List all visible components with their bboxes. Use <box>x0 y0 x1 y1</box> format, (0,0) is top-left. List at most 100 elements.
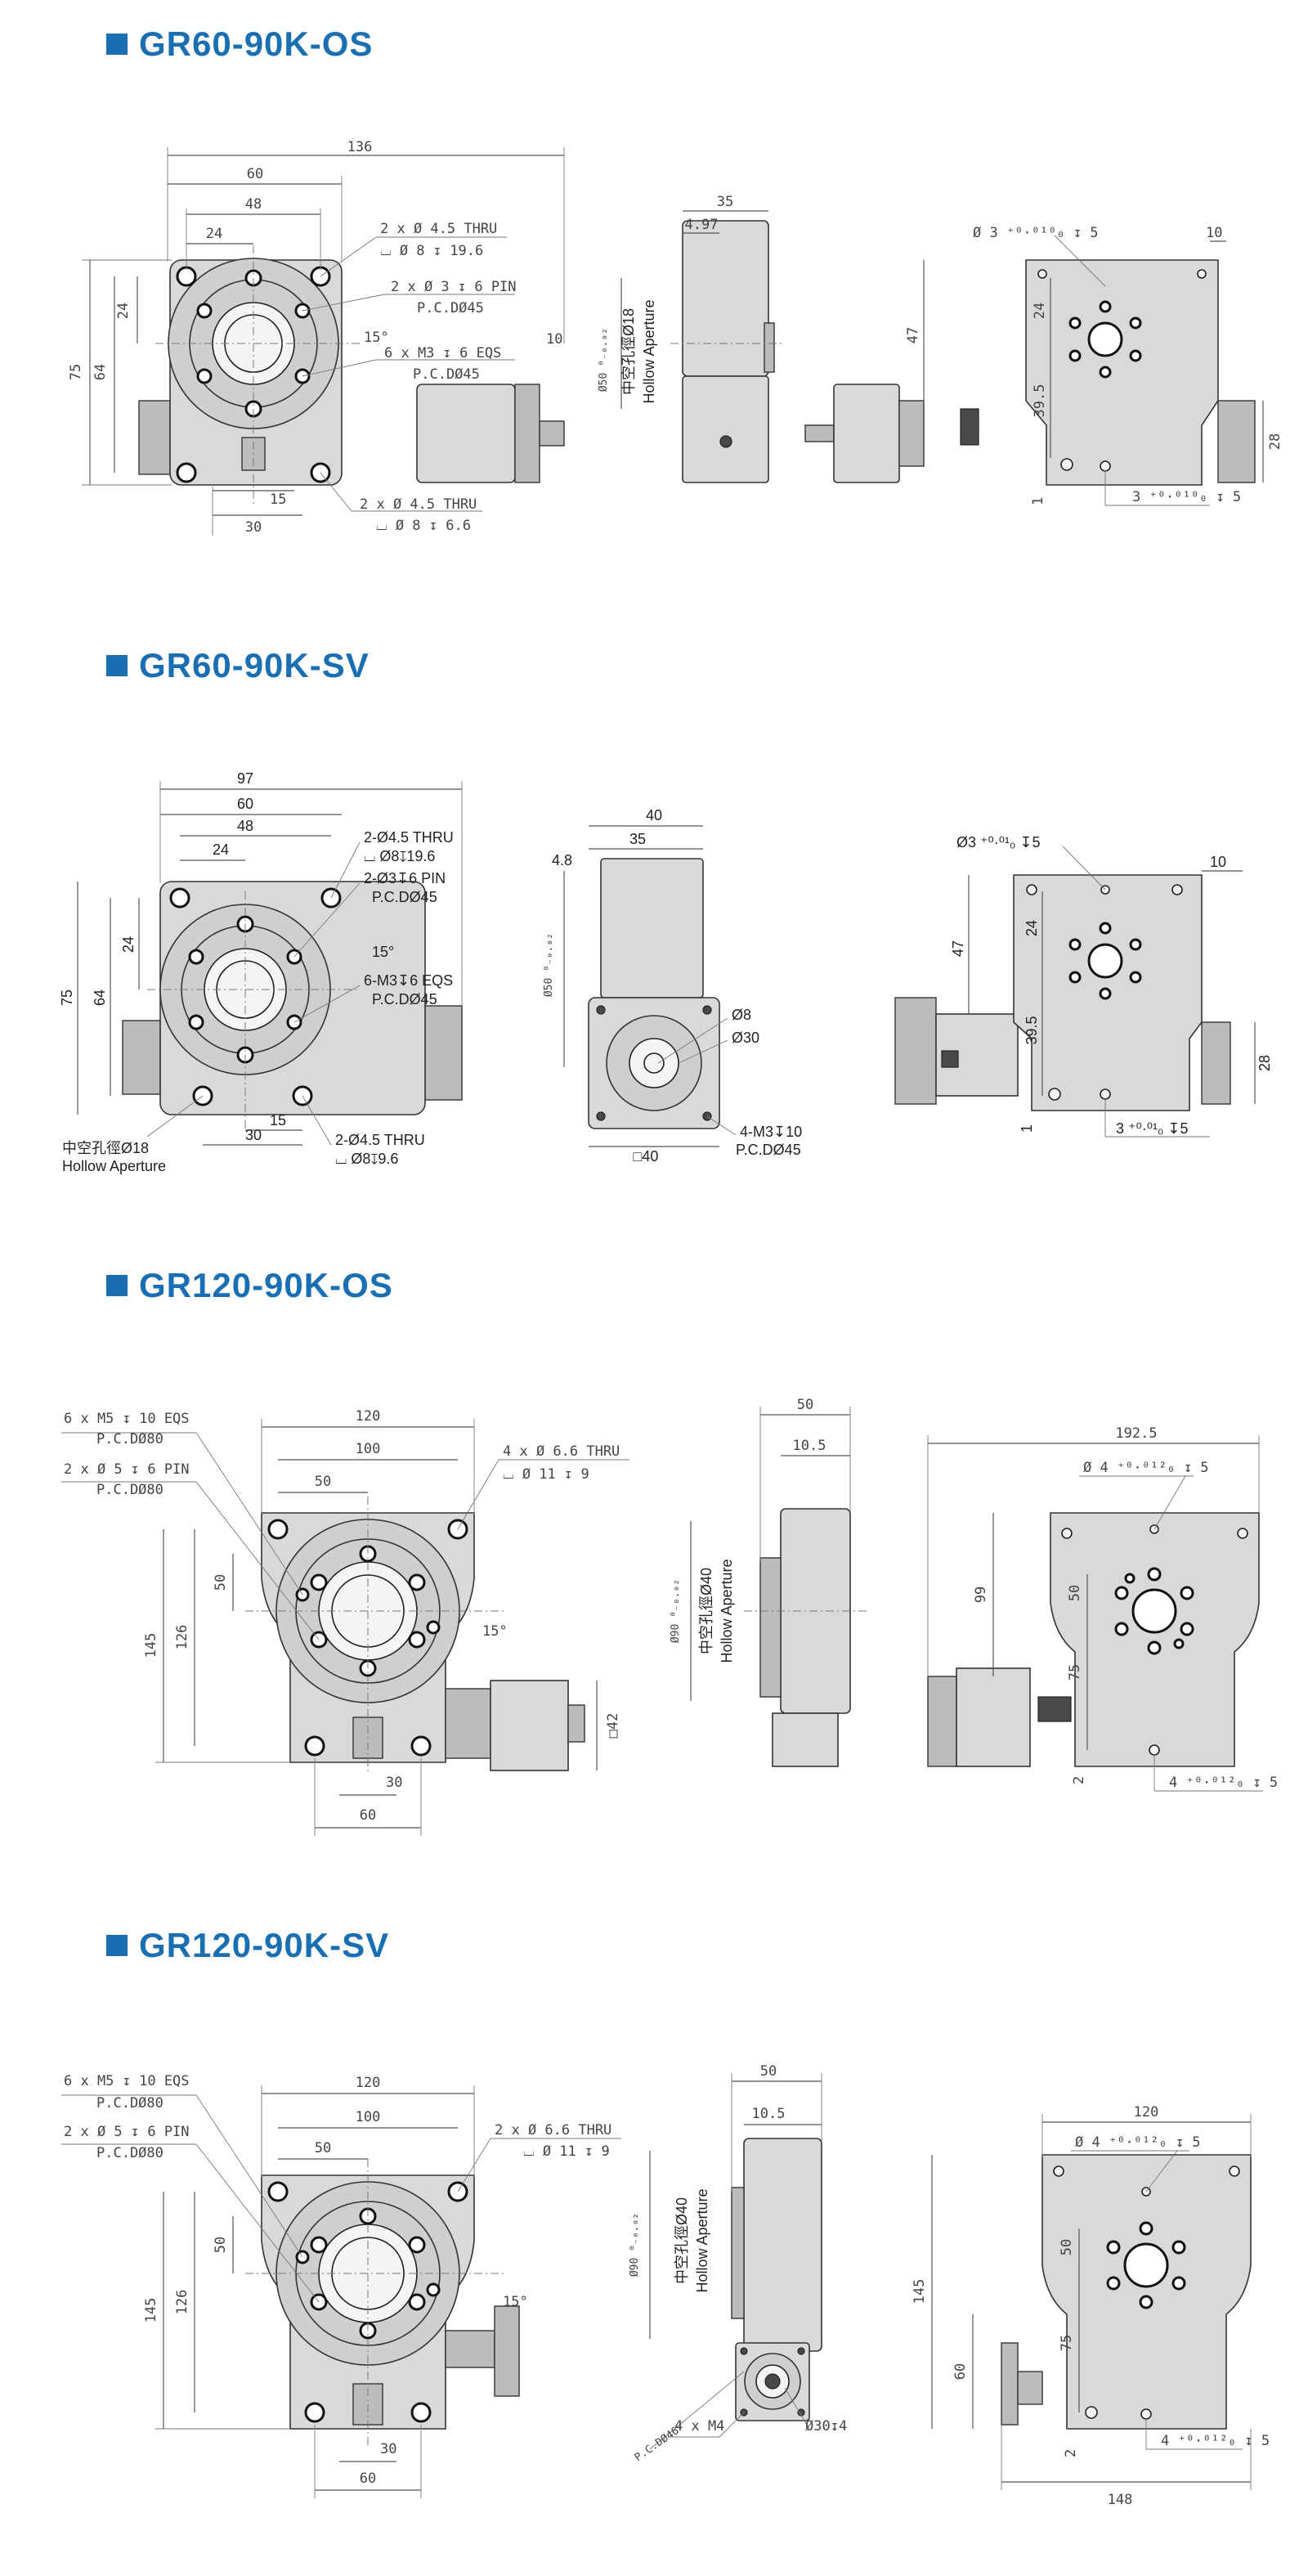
dim-24: 24 <box>213 841 229 858</box>
drawing-gr120-sv: 120 100 50 6 x M5 ↧ 10 EQS P.C.DØ80 2 x … <box>61 2063 1270 2508</box>
dim-side-35: 35 <box>717 194 733 210</box>
label-hollow-en: Hollow Aperture <box>641 299 657 403</box>
label-ang: 15° <box>503 2294 528 2310</box>
dim-b30: 30 <box>245 519 262 536</box>
label-hollow-cn: 中空孔徑Ø40 <box>698 1568 714 1654</box>
front-view: 120 100 50 6 x M5 ↧ 10 EQS P.C.DØ80 2 x … <box>61 2073 621 2498</box>
rear-slot: 3 ⁺⁰·⁰¹₀ ↧5 <box>1116 1120 1189 1137</box>
dim-64: 64 <box>92 990 108 1006</box>
title-square-icon <box>106 1275 128 1296</box>
label-ang: 15° <box>364 330 389 346</box>
rear-h75: 75 <box>1067 1664 1083 1681</box>
title-text: GR60-90K-SV <box>139 646 370 684</box>
label-pcd1: P.C.DØ45 <box>417 300 484 316</box>
drawing-gr120-os: 120 100 50 6 x M5 ↧ 10 EQS P.C.DØ80 2 x … <box>61 1397 1278 1836</box>
title-text: GR60-90K-OS <box>139 25 374 63</box>
label-side-d30: Ø30↧4 <box>805 2418 847 2435</box>
label-pcd2: P.C.DØ80 <box>96 2145 164 2161</box>
label-cb1: ⌴ Ø 8 ↧ 19.6 <box>380 243 483 259</box>
rear-view: 192.5 Ø 4 ⁺⁰·⁰¹²₀ ↧ 5 99 50 75 2 4 ⁺⁰·⁰¹… <box>927 1425 1278 1792</box>
rear-w120: 120 <box>1134 2104 1159 2120</box>
section-gr120-90k-os: GR120-90K-OS <box>0 1251 1308 1905</box>
rear-h28: 28 <box>1267 433 1283 450</box>
dim-75: 75 <box>59 990 75 1006</box>
label-pcd1: P.C.DØ80 <box>96 1431 164 1447</box>
dim-h145: 145 <box>143 1633 159 1658</box>
rear-h24: 24 <box>1024 920 1040 936</box>
rear-pin: Ø 3 ⁺⁰·⁰¹⁰₀ ↧ 5 <box>973 225 1099 241</box>
rear-h28: 28 <box>1256 1055 1273 1071</box>
rear-h2: 2 <box>1063 2449 1079 2457</box>
dim-50: 50 <box>315 2140 331 2156</box>
dim-b15: 15 <box>270 491 286 508</box>
dim-h50: 50 <box>213 2237 229 2253</box>
dim-side-497: 4.97 <box>685 217 719 233</box>
side-view: 35 4.97 Ø50 ⁰₋₀.₀₂ 中空孔徑Ø18 Hollow Apertu… <box>598 194 785 483</box>
dim-b15: 15 <box>270 1112 286 1129</box>
dim-b60: 60 <box>360 2471 376 2487</box>
label-pin: 2 x Ø 3 ↧ 6 PIN <box>391 279 517 295</box>
dim-side-48: 4.8 <box>552 852 572 868</box>
dim-side-50: 50 <box>797 1397 813 1413</box>
title-text: GR120-90K-SV <box>139 1926 390 1964</box>
label-hollow-en: Hollow Aperture <box>694 2188 710 2292</box>
dim-h145: 145 <box>143 2298 159 2323</box>
rear-pin: Ø3 ⁺⁰·⁰¹₀ ↧5 <box>956 834 1041 850</box>
label-m3: 6 x M3 ↧ 6 EQS <box>384 345 501 361</box>
dim-sq42: □42 <box>605 1713 621 1739</box>
title-text: GR120-90K-OS <box>139 1266 393 1304</box>
rear-h2: 2 <box>1071 1776 1087 1784</box>
rear-pin: Ø 4 ⁺⁰·⁰¹²₀ ↧ 5 <box>1083 1460 1209 1476</box>
rear-d10: 10 <box>1206 225 1222 241</box>
dim-side-dia: Ø50 ⁰₋₀.₀₂ <box>543 933 555 997</box>
label-pin: 2 x Ø 5 ↧ 6 PIN <box>64 1461 190 1478</box>
rear-h24: 24 <box>1032 303 1048 319</box>
dim-h126: 126 <box>174 2290 190 2315</box>
title-square-icon <box>106 1935 128 1956</box>
dim-64: 64 <box>92 364 109 380</box>
dim-b30: 30 <box>245 1127 262 1143</box>
rear-view: 120 Ø 4 ⁺⁰·⁰¹²₀ ↧ 5 145 60 50 75 2 4 ⁺⁰·… <box>912 2104 1270 2508</box>
rear-h50: 50 <box>1067 1585 1083 1601</box>
rear-pin: Ø 4 ⁺⁰·⁰¹²₀ ↧ 5 <box>1075 2134 1201 2151</box>
label-hollow-en: Hollow Aperture <box>62 1158 166 1174</box>
label-pcd2: P.C.DØ80 <box>96 1482 164 1498</box>
rear-h1: 1 <box>1030 497 1046 505</box>
dim-h24: 24 <box>115 303 132 319</box>
rear-slot: 4 ⁺⁰·⁰¹²₀ ↧ 5 <box>1169 1775 1278 1791</box>
side-view: 40 35 4.8 Ø50 ⁰₋₀.₀₂ Ø8 Ø30 □40 4-M3↧10 … <box>543 807 802 1165</box>
dim-side-sq40: □40 <box>634 1148 659 1165</box>
section-title: GR120-90K-OS <box>106 1266 393 1305</box>
dim-48: 48 <box>245 196 262 213</box>
rear-h395: 39.5 <box>1024 1016 1040 1044</box>
label-pcd1: P.C.DØ45 <box>372 889 437 905</box>
label-pcd1: P.C.DØ80 <box>96 2095 164 2112</box>
rear-slot: 4 ⁺⁰·⁰¹²₀ ↧ 5 <box>1161 2433 1270 2449</box>
section-title: GR60-90K-SV <box>106 646 370 685</box>
rear-h145: 145 <box>912 2279 928 2304</box>
dim-120: 120 <box>356 1408 381 1425</box>
label-thru2: 2 x Ø 4.5 THRU <box>360 496 477 513</box>
dim-48: 48 <box>237 818 253 834</box>
rear-h47: 47 <box>950 940 966 957</box>
label-d8: Ø8 <box>732 1007 751 1023</box>
rear-h99: 99 <box>973 1586 989 1603</box>
front-view: 120 100 50 6 x M5 ↧ 10 EQS P.C.DØ80 2 x … <box>61 1408 629 1836</box>
section-gr60-90k-os: GR60-90K-OS <box>0 0 1308 589</box>
dim-side-dia: Ø50 ⁰₋₀.₀₂ <box>598 328 610 392</box>
label-pcd2: P.C.DØ45 <box>372 991 437 1008</box>
rear-h60: 60 <box>952 2363 969 2380</box>
side-view: 50 10.5 Ø90 ⁰₋₀.₀₂ 中空孔徑Ø40 Hollow Apertu… <box>670 1397 867 1767</box>
dim-side-105: 10.5 <box>793 1438 826 1454</box>
dim-75: 75 <box>68 364 84 380</box>
label-thru: 4 x Ø 6.6 THRU <box>503 1443 620 1460</box>
section-gr120-90k-sv: GR120-90K-SV <box>0 1914 1308 2576</box>
dim-side-105: 10.5 <box>752 2106 786 2122</box>
dim-60: 60 <box>247 166 263 182</box>
rear-h47: 47 <box>905 327 921 343</box>
dim-h24: 24 <box>120 936 137 953</box>
label-hollow-en: Hollow Aperture <box>719 1559 735 1663</box>
label-hollow-cn: 中空孔徑Ø40 <box>674 2197 690 2284</box>
label-ang: 15° <box>482 1623 508 1640</box>
label-hollow-cn: 中空孔徑Ø18 <box>62 1140 149 1156</box>
